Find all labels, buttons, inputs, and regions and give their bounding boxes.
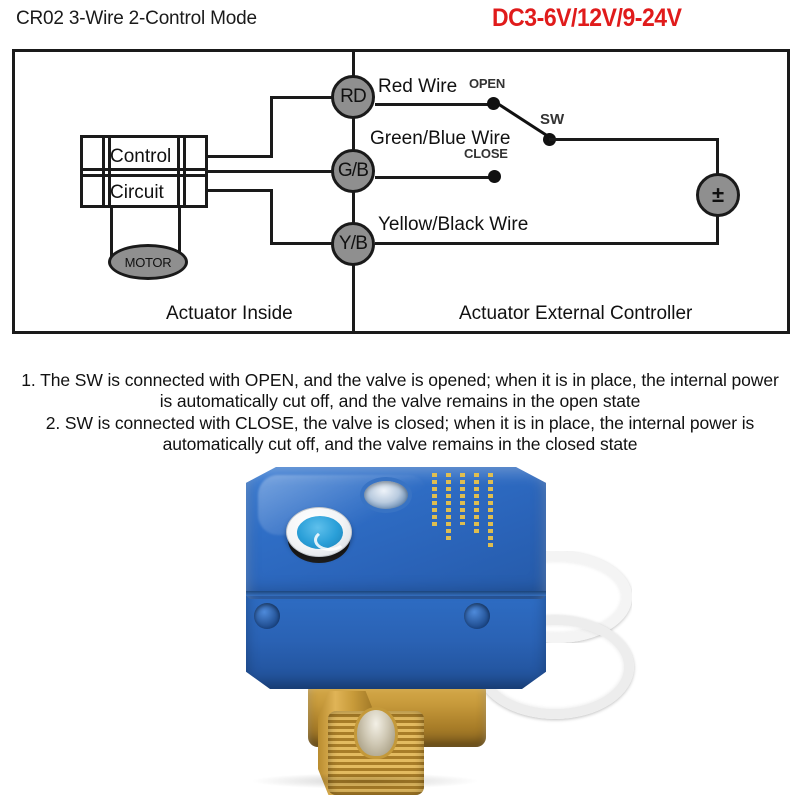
note-item-1: 1. The SW is connected with OPEN, and th…	[21, 370, 779, 412]
yb-wire-segment-2	[270, 189, 273, 244]
yb-wire-segment-3	[270, 242, 332, 245]
motorized-ball-valve-image	[232, 455, 634, 800]
control-box-label-line2: Circuit	[110, 182, 164, 203]
actuator-lower-housing	[246, 593, 546, 689]
wire-label-green-blue: Green/Blue Wire	[370, 128, 511, 149]
section-caption-right: Actuator External Controller	[459, 303, 693, 324]
rd-wire-segment-1	[208, 155, 273, 158]
manual-override-knob-arc	[314, 529, 346, 551]
note-item-2: 2. SW is connected with CLOSE, the valve…	[45, 412, 755, 455]
open-contact-dot	[487, 97, 500, 110]
yb-wire-segment-1	[208, 189, 273, 192]
switch-label: SW	[540, 111, 565, 128]
section-caption-left: Actuator Inside	[166, 303, 293, 324]
manual-override-knob[interactable]	[286, 507, 352, 557]
terminal-bus-rd-gb	[352, 119, 355, 149]
control-box-divider-right	[177, 135, 180, 208]
motor-wire-left-vertical	[110, 208, 113, 264]
actuator-housing-seam	[246, 591, 546, 596]
terminal-rd: RD	[331, 75, 375, 119]
wire-label-red: Red Wire	[378, 76, 458, 97]
rd-wire-segment-2	[270, 96, 273, 158]
position-indicator-window	[360, 477, 412, 513]
motor-symbol: MOTOR	[108, 244, 188, 280]
terminal-bus-top	[352, 49, 355, 75]
actuator-mounting-boss-left	[254, 603, 280, 629]
label-text-column-4	[474, 473, 479, 533]
terminal-yb: Y/B	[331, 222, 375, 266]
close-contact-dot	[488, 170, 501, 183]
gb-wire-segment-1	[208, 170, 332, 173]
actuator-mounting-boss-right	[464, 603, 490, 629]
product-photo	[0, 455, 800, 800]
psu-top-lead	[716, 138, 719, 178]
terminal-bus-gb-yb	[352, 193, 355, 223]
close-contact-label: CLOSE	[464, 146, 508, 161]
rd-wire-segment-3	[270, 96, 332, 99]
psu-bottom-rail	[375, 242, 719, 245]
label-text-column-3	[460, 473, 465, 525]
terminal-gb: G/B	[331, 149, 375, 193]
label-text-column-5	[488, 473, 493, 547]
manual-override-knob-face	[297, 516, 346, 551]
control-box-label-line1: Control	[110, 146, 172, 167]
label-text-column-2	[446, 473, 451, 541]
product-spec-label	[428, 473, 508, 555]
close-contact-wire	[375, 176, 497, 179]
control-box-divider-mid	[80, 168, 208, 171]
brass-port-bore	[354, 707, 398, 759]
psu-bottom-lead	[716, 213, 719, 245]
open-contact-label: OPEN	[469, 76, 506, 91]
page-title: CR02 3-Wire 2-Control Mode	[16, 8, 257, 29]
product-shadow	[250, 773, 480, 789]
control-circuit-box	[80, 135, 208, 208]
label-text-column-1	[432, 473, 437, 529]
control-box-divider-left	[102, 135, 105, 208]
control-box-divider-mid2	[80, 174, 208, 177]
power-source-symbol: ±	[696, 173, 740, 217]
control-box-divider-left2	[108, 135, 111, 208]
open-contact-wire	[375, 103, 497, 106]
wire-label-yellow-black: Yellow/Black Wire	[378, 214, 529, 235]
notes-block: 1. The SW is connected with OPEN, and th…	[0, 370, 800, 455]
psu-top-rail	[549, 138, 719, 141]
motor-wire-right-vertical	[178, 208, 181, 264]
control-box-divider-right2	[183, 135, 186, 208]
voltage-rating-label: DC3-6V/12V/9-24V	[492, 4, 682, 32]
